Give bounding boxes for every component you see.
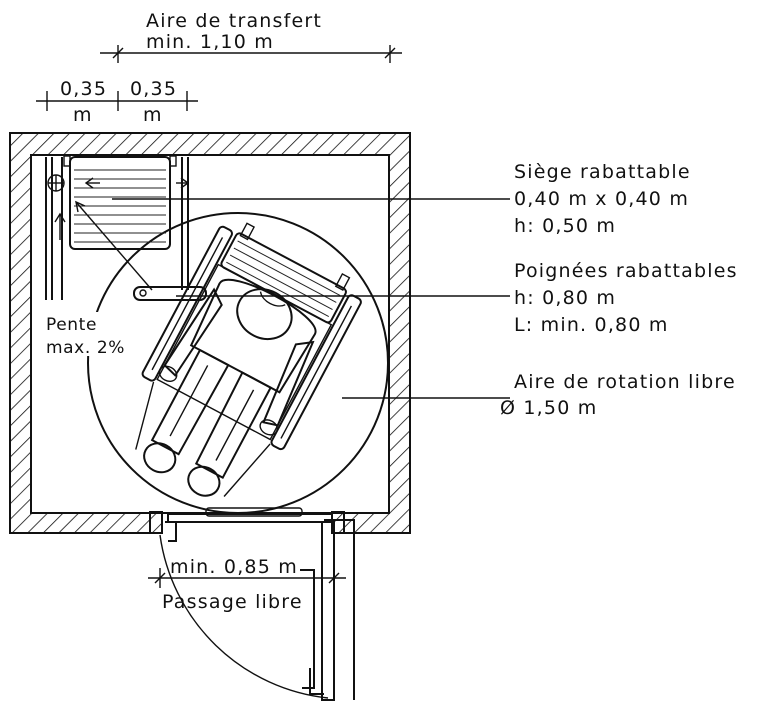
handles-height: h: 0,80 m bbox=[514, 287, 616, 309]
door-width-dimension bbox=[148, 568, 346, 588]
transfer-area-value: min. 1,10 m bbox=[146, 31, 274, 53]
handles-length: L: min. 0,80 m bbox=[514, 314, 669, 336]
folding-grab-bars bbox=[45, 157, 189, 300]
door bbox=[159, 507, 355, 701]
folding-handle-bar bbox=[133, 286, 207, 301]
slope-label: Pente bbox=[46, 315, 97, 335]
grab-spacing-left-unit: m bbox=[73, 104, 93, 126]
grab-spacing-right-value: 0,35 bbox=[130, 78, 177, 100]
rotation-title: Aire de rotation libre bbox=[514, 371, 736, 393]
direction-arrows-icon bbox=[54, 177, 190, 240]
handles-title: Poignées rabattables bbox=[514, 260, 738, 282]
indicator-arrow-icon bbox=[75, 200, 153, 291]
shower-head-icon bbox=[47, 174, 65, 192]
seat-size: 0,40 m x 0,40 m bbox=[514, 188, 689, 210]
leader-lines bbox=[112, 198, 510, 399]
slope-value: max. 2% bbox=[46, 338, 125, 358]
rotation-diameter: Ø 1,50 m bbox=[500, 397, 597, 419]
transfer-area-dimension bbox=[100, 45, 402, 63]
seat-title: Siège rabattable bbox=[514, 161, 691, 183]
door-width-value: min. 0,85 m bbox=[170, 556, 298, 578]
grab-spacing-dimension bbox=[36, 91, 198, 111]
grab-spacing-left-value: 0,35 bbox=[60, 78, 107, 100]
grab-spacing-right-unit: m bbox=[143, 104, 163, 126]
folding-seat bbox=[63, 155, 177, 250]
wheelchair-user bbox=[135, 222, 362, 497]
rotation-circle bbox=[87, 212, 389, 514]
seat-height: h: 0,50 m bbox=[514, 215, 616, 237]
door-passage-label: Passage libre bbox=[162, 591, 303, 613]
transfer-area-title: Aire de transfert bbox=[146, 10, 322, 32]
